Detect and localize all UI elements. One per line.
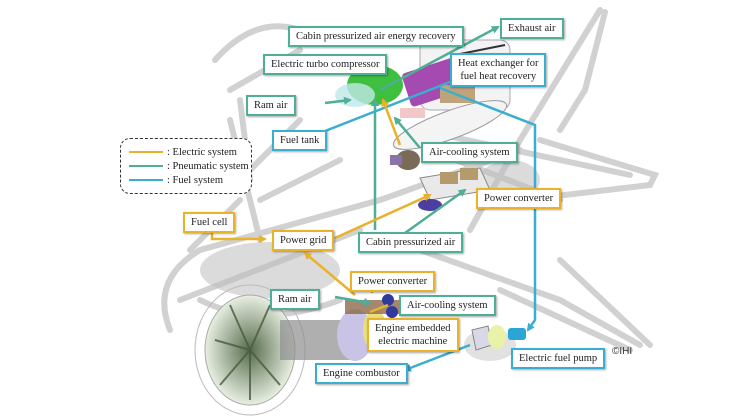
label-power-grid: Power grid [272,230,335,251]
legend-label: : Fuel system [167,174,224,186]
legend-item-electric: : Electric system [129,145,237,159]
label-cabin-air-energy-recovery: Cabin pressurized air energy recovery [288,26,464,47]
legend-label: : Pneumatic system [167,160,249,172]
label-power-converter-bottom: Power converter [350,271,436,292]
legend-item-pneumatic: : Pneumatic system [129,159,249,173]
pneumatic-line-swatch [129,164,163,168]
label-fuel-tank: Fuel tank [272,130,328,151]
label-power-converter-top: Power converter [476,188,562,209]
fuel-line-swatch [129,178,163,182]
label-air-cooling-top: Air-cooling system [421,142,518,163]
label-ram-air-bottom: Ram air [270,289,320,310]
label-electric-turbo-compressor: Electric turbo compressor [263,54,388,75]
engine [194,284,405,416]
label-line: electric machine [378,336,448,347]
electric-arrows [210,98,432,314]
copyright-notice: ©IHI [612,346,633,357]
label-electric-fuel-pump: Electric fuel pump [511,348,606,369]
label-ram-air-top: Ram air [246,95,296,116]
pneumatic-arrows [324,25,500,306]
label-cabin-pressurized-air: Cabin pressurized air [358,232,464,253]
label-engine-combustor: Engine combustor [315,363,408,384]
label-line: Heat exchanger for [458,58,539,69]
electric-line-swatch [129,150,163,154]
label-engine-electric-machine: Engine embedded electric machine [367,318,459,352]
legend-label: : Electric system [167,146,237,158]
label-line: Engine embedded [375,323,451,334]
legend-item-fuel: : Fuel system [129,173,223,187]
label-heat-exchanger: Heat exchanger for fuel heat recovery [450,53,547,87]
power-converter-module [390,150,491,211]
legend: : Electric system : Pneumatic system : F… [120,138,252,194]
label-fuel-cell: Fuel cell [183,212,236,233]
label-line: fuel heat recovery [460,71,537,82]
label-exhaust-air: Exhaust air [500,18,564,39]
label-air-cooling-bottom: Air-cooling system [399,295,496,316]
fuel-pump [464,325,526,361]
